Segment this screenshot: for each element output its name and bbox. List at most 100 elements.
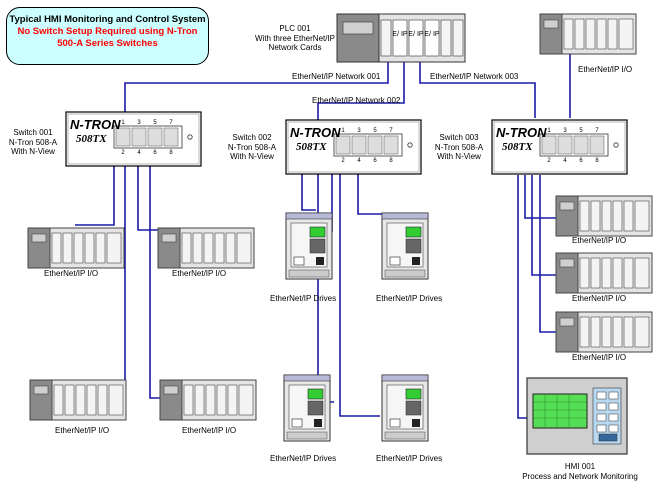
sw2-port-7: 7 — [389, 128, 393, 134]
io-left-2-label: EtherNet/IP I/O — [172, 269, 227, 278]
switch-port-numbers: 1 3 5 7 2 4 6 8 1 3 5 7 2 4 6 8 1 3 5 7 … — [121, 120, 599, 164]
link-sw1-io-2 — [137, 165, 160, 231]
switch-003-model: 508TX — [502, 141, 533, 153]
plc-rack: E/ IP E/ IP E/ IP — [336, 13, 466, 63]
io-rack-top-right — [539, 13, 637, 55]
sw2-port-6: 6 — [373, 158, 377, 164]
hmi-label-line-1: HMI 001 — [564, 462, 596, 471]
link-sw2-drive-4 — [339, 172, 380, 417]
sw1-port-3: 3 — [137, 120, 141, 126]
sw2-port-3: 3 — [357, 128, 361, 134]
plc-card-label-2: E/ IP — [408, 31, 424, 38]
sw1-port-6: 6 — [153, 150, 157, 156]
top-right-io-label: EtherNet/IP I/O — [578, 65, 633, 74]
switch-001-label-line-1: Switch 001 — [13, 128, 53, 137]
sw1-port-4: 4 — [137, 150, 141, 156]
plc-label-line-3: Network Cards — [268, 43, 322, 52]
drive-3 — [283, 374, 331, 442]
link-plc-switch-001 — [124, 60, 389, 112]
sw3-port-4: 4 — [563, 158, 567, 164]
sw3-port-1: 1 — [547, 128, 551, 134]
link-sw3-io-3 — [539, 175, 556, 333]
sw3-port-2: 2 — [547, 158, 551, 164]
switch-002-label-line-3: With N-View — [230, 152, 274, 161]
drive-2 — [381, 212, 429, 280]
hmi-label: HMI 001 Process and Network Monitoring — [510, 462, 650, 481]
io-rack-left-3 — [29, 379, 127, 421]
sw3-port-8: 8 — [595, 158, 599, 164]
sw3-port-6: 6 — [579, 158, 583, 164]
sw3-port-3: 3 — [563, 128, 567, 134]
drive-3-label: EtherNet/IP Drives — [270, 454, 337, 463]
io-rack-right-2 — [555, 252, 653, 294]
title-line-2: No Switch Setup Required using N-Tron 50… — [17, 26, 198, 49]
sw2-port-8: 8 — [389, 158, 393, 164]
link-sw2-drive-1 — [301, 172, 316, 211]
io-rack-left-4 — [159, 379, 257, 421]
link-sw1-io-1 — [75, 165, 115, 226]
switch-001-label-line-3: With N-View — [11, 147, 55, 156]
switch-003-label-line-3: With N-View — [437, 152, 481, 161]
switch-002-label-line-1: Switch 002 — [232, 133, 272, 142]
switch-001-brand: N-TRON — [70, 117, 121, 132]
link-plc-switch-002 — [317, 60, 405, 120]
drive-1-label: EtherNet/IP Drives — [270, 294, 337, 303]
plc-label-line-1: PLC 001 — [279, 24, 311, 33]
switch-003-label-line-1: Switch 003 — [439, 133, 479, 142]
switch-003-brand: N-TRON — [496, 125, 547, 140]
plc-label: PLC 001 With three EtherNet/IP Network C… — [245, 24, 345, 53]
plc-label-line-2: With three EtherNet/IP — [254, 33, 336, 43]
io-right-3-label: EtherNet/IP I/O — [572, 353, 627, 362]
sw2-port-1: 1 — [341, 128, 345, 134]
switch-002-model: 508TX — [296, 141, 327, 153]
link-sw1-io-4 — [149, 165, 160, 399]
sw1-port-8: 8 — [169, 150, 173, 156]
io-rack-left-2 — [157, 227, 255, 269]
switch-003: N-TRON 508TX — [491, 119, 628, 175]
io-left-3-label: EtherNet/IP I/O — [55, 426, 110, 435]
switch-001-label-line-2: N-Tron 508-A — [8, 137, 58, 147]
hmi-label-line-2: Process and Network Monitoring — [522, 471, 638, 481]
io-left-1-label: EtherNet/IP I/O — [44, 269, 99, 278]
hmi-panel — [526, 377, 628, 455]
drive-4-label: EtherNet/IP Drives — [376, 454, 443, 463]
switch-001: N-TRON 508TX — [65, 111, 202, 167]
io-left-4-label: EtherNet/IP I/O — [182, 426, 237, 435]
sw2-port-4: 4 — [357, 158, 361, 164]
io-rack-left-1 — [27, 227, 125, 269]
io-right-2-label: EtherNet/IP I/O — [572, 294, 627, 303]
link-sw3-io-1 — [524, 175, 556, 219]
sw1-port-1: 1 — [121, 120, 125, 126]
link-sw3-hmi — [517, 175, 530, 419]
sw2-port-5: 5 — [373, 128, 377, 134]
drive-2-label: EtherNet/IP Drives — [376, 294, 443, 303]
sw2-port-2: 2 — [341, 158, 345, 164]
plc-card-label-3: E/ IP — [424, 31, 440, 38]
sw1-port-2: 2 — [121, 150, 125, 156]
switch-003-label-line-2: N-Tron 508-A — [434, 142, 484, 152]
switch-002-label: Switch 002 N-Tron 508-A With N-View — [222, 133, 282, 162]
drive-1 — [285, 212, 333, 280]
title-line-1: Typical HMI Monitoring and Control Syste… — [9, 14, 206, 25]
switch-001-model: 508TX — [76, 133, 107, 145]
switch-002-label-line-2: N-Tron 508-A — [227, 142, 277, 152]
sw1-port-5: 5 — [153, 120, 157, 126]
switch-002-brand: N-TRON — [290, 125, 341, 140]
link-sw2-drive-5 — [357, 172, 398, 215]
network-001-label: EtherNet/IP Network 001 — [292, 72, 381, 81]
io-rack-right-3 — [555, 311, 653, 353]
network-003-label: EtherNet/IP Network 003 — [430, 72, 519, 81]
link-sw3-io-2 — [531, 175, 556, 276]
io-rack-right-1 — [555, 195, 653, 237]
switch-001-label: Switch 001 N-Tron 508-A With N-View — [4, 128, 62, 157]
sw1-port-7: 7 — [169, 120, 173, 126]
switch-003-label: Switch 003 N-Tron 508-A With N-View — [428, 133, 490, 162]
network-002-label: EtherNet/IP Network 002 — [312, 96, 401, 105]
plc-card-label-1: E/ IP — [392, 31, 408, 38]
switch-002: N-TRON 508TX — [285, 119, 422, 175]
io-right-1-label: EtherNet/IP I/O — [572, 236, 627, 245]
title-box: Typical HMI Monitoring and Control Syste… — [6, 7, 209, 65]
drive-4 — [381, 374, 429, 442]
sw3-port-5: 5 — [579, 128, 583, 134]
